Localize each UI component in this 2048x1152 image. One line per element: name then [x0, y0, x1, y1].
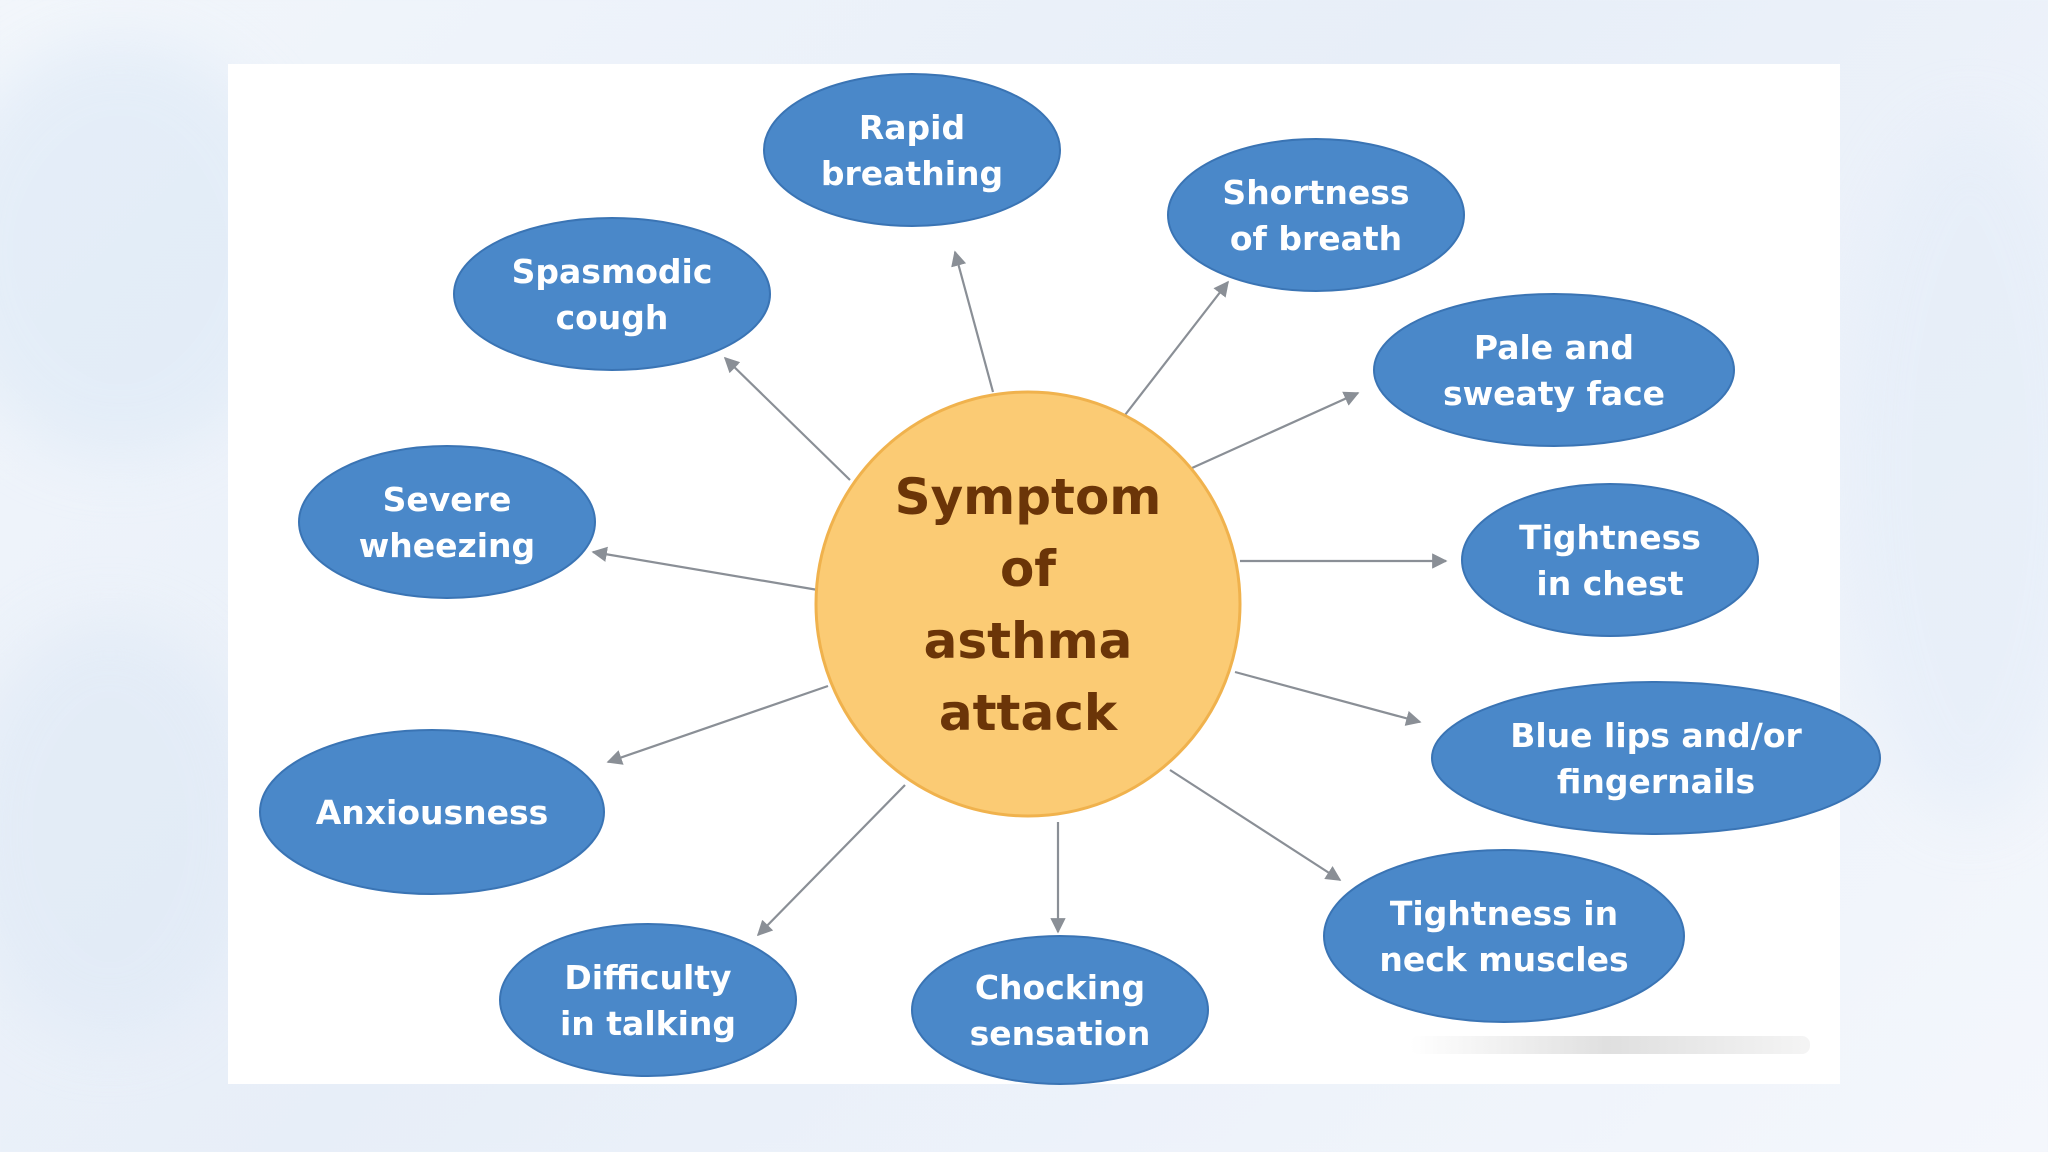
symptom-label-line: Blue lips and/or	[1510, 716, 1802, 755]
symptom-node-severe-wheezing: Severe wheezing	[298, 445, 596, 599]
symptom-label-line: Tightness in	[1390, 894, 1618, 933]
symptom-label-line: fingernails	[1557, 762, 1755, 801]
symptom-node-rapid-breathing: Rapid breathing	[763, 73, 1061, 227]
symptom-node-pale-and-sweaty-face: Pale and sweaty face	[1373, 293, 1735, 447]
symptom-label-line: Pale and	[1474, 328, 1634, 367]
symptom-node-spasmodic-cough: Spasmodic cough	[453, 217, 771, 371]
arrow-to-difficulty-in-talking	[756, 784, 906, 937]
symptom-label-line: neck muscles	[1379, 940, 1628, 979]
symptom-node-difficulty-in-talking: Difficulty in talking	[499, 923, 797, 1077]
symptom-label-line: Spasmodic	[512, 252, 713, 291]
symptom-label-line: Chocking	[975, 968, 1145, 1007]
symptom-bubble	[453, 217, 771, 371]
symptom-bubble	[298, 445, 596, 599]
symptom-label-line: in chest	[1536, 564, 1683, 603]
connector-arrows	[591, 250, 1448, 937]
center-title-line: attack	[939, 684, 1119, 742]
center-node: Symptom of asthma attack	[814, 390, 1242, 818]
center-circle	[814, 390, 1242, 818]
symptom-node-blue-lips: Blue lips and/or fingernails	[1431, 681, 1881, 835]
symptom-label-line: breathing	[821, 154, 1003, 193]
symptom-label-line: Anxiousness	[316, 793, 549, 832]
symptom-node-tightness-in-neck-muscles: Tightness in neck muscles	[1323, 849, 1685, 1023]
arrow-to-shortness-of-breath	[1124, 280, 1229, 416]
arrow-to-anxiousness	[606, 684, 829, 765]
symptom-bubble	[499, 923, 797, 1077]
arrow-to-blue-lips	[1234, 670, 1422, 726]
symptom-label-line: Severe	[383, 480, 512, 519]
symptom-label-line: Rapid	[859, 108, 965, 147]
symptom-node-shortness-of-breath: Shortness of breath	[1167, 138, 1465, 292]
center-title-line: Symptom	[895, 468, 1162, 526]
symptom-bubble	[259, 729, 605, 895]
symptom-bubble	[911, 935, 1209, 1085]
symptom-label-line: sensation	[970, 1014, 1151, 1053]
symptom-label-line: in talking	[560, 1004, 736, 1043]
center-title-line: of	[1000, 540, 1057, 598]
symptom-bubble	[763, 73, 1061, 227]
symptom-node-anxiousness: Anxiousness	[259, 729, 605, 895]
arrow-to-rapid-breathing	[951, 250, 995, 393]
arrow-to-spasmodic-cough	[723, 356, 851, 481]
symptom-label-line: of breath	[1230, 219, 1402, 258]
arrow-to-severe-wheezing	[591, 546, 819, 592]
symptom-bubble	[1461, 483, 1759, 637]
arrow-to-pale-and-sweaty-face	[1191, 391, 1360, 470]
symptom-label-line: Shortness	[1222, 173, 1409, 212]
arrow-to-tightness-in-neck-muscles	[1169, 769, 1342, 881]
symptom-bubble	[1373, 293, 1735, 447]
symptom-bubble	[1323, 849, 1685, 1023]
symptom-label-line: cough	[556, 298, 669, 337]
symptom-bubble	[1167, 138, 1465, 292]
background-blob	[1840, 120, 2048, 820]
symptom-bubble	[1431, 681, 1881, 835]
center-title-line: asthma	[924, 612, 1133, 670]
background-blob	[0, 620, 260, 1040]
symptom-label-line: sweaty face	[1443, 374, 1665, 413]
symptom-label-line: Tightness	[1519, 518, 1701, 557]
symptom-label-line: wheezing	[359, 526, 535, 565]
symptom-node-chocking-sensation: Chocking sensation	[911, 935, 1209, 1085]
faint-caption-smudge	[1410, 1036, 1810, 1054]
symptom-node-tightness-in-chest: Tightness in chest	[1461, 483, 1759, 637]
symptom-label-line: Difficulty	[564, 958, 731, 997]
